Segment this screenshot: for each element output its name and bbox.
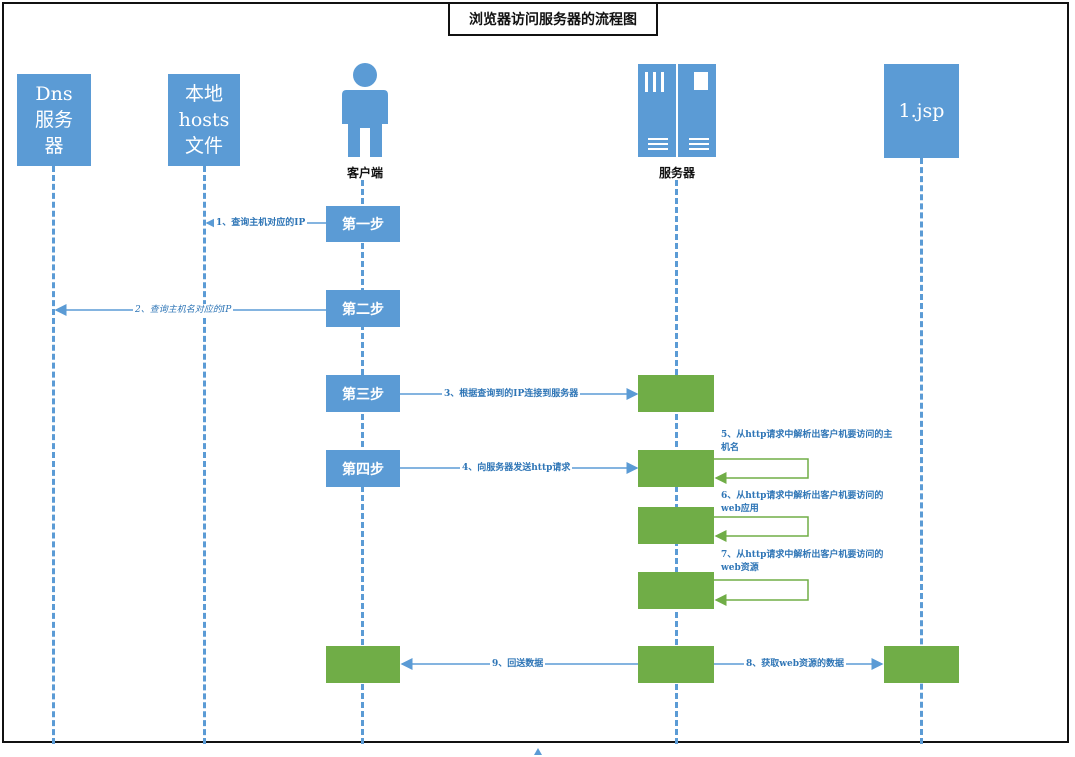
msg5-label: 5、从http请求中解析出客户机要访问的主机名 bbox=[721, 430, 893, 453]
client-label: 客户端 bbox=[346, 166, 383, 180]
jsp-box: 1.jsp bbox=[884, 64, 959, 158]
diagram-title: 浏览器访问服务器的流程图 bbox=[448, 2, 658, 36]
step3-box: 第三步 bbox=[326, 375, 400, 412]
jsp-label: 1.jsp bbox=[898, 100, 945, 122]
dns-lifeline bbox=[52, 166, 55, 744]
dns-server-box: Dns服务器 bbox=[17, 74, 91, 166]
dns-server-label: Dns服务器 bbox=[34, 83, 73, 157]
server-label: 服务器 bbox=[658, 166, 695, 180]
server-request-activation bbox=[638, 450, 714, 487]
msg6-label: 6、从http请求中解析出客户机要访问的web应用 bbox=[721, 491, 884, 514]
hosts-file-label: 本地 hosts 文件 bbox=[178, 83, 230, 157]
msg8-label: 8、获取web资源的数据 bbox=[744, 658, 847, 670]
step1-box: 第一步 bbox=[326, 206, 400, 242]
msg2-label: 2、查询主机名对应的IP bbox=[133, 304, 234, 316]
msg5-self-loop bbox=[714, 458, 809, 484]
step4-box: 第四步 bbox=[326, 450, 400, 487]
client-receive-activation bbox=[326, 646, 400, 683]
msg9-label: 9、回送数据 bbox=[490, 658, 546, 670]
msg7-self-loop bbox=[714, 579, 809, 606]
server-resource-activation bbox=[638, 572, 714, 609]
server-connect-activation bbox=[638, 375, 714, 412]
msg7-label: 7、从http请求中解析出客户机要访问的web资源 bbox=[721, 550, 884, 573]
msg1-label: 1、查询主机对应的IP bbox=[214, 217, 308, 229]
hosts-lifeline bbox=[203, 166, 206, 744]
bottom-anchor-marker bbox=[534, 748, 542, 755]
server-rack-icon bbox=[638, 64, 716, 157]
step2-box: 第二步 bbox=[326, 290, 400, 327]
jsp-activation bbox=[884, 646, 959, 683]
client-person-icon bbox=[342, 63, 388, 157]
server-respond-activation bbox=[638, 646, 714, 683]
msg3-label: 3、根据查询到的IP连接到服务器 bbox=[442, 388, 581, 400]
msg6-self-loop bbox=[714, 516, 809, 542]
msg4-label: 4、向服务器发送http请求 bbox=[460, 462, 573, 474]
server-webapp-activation bbox=[638, 507, 714, 544]
hosts-file-box: 本地 hosts 文件 bbox=[168, 74, 240, 166]
jsp-lifeline bbox=[920, 158, 923, 744]
